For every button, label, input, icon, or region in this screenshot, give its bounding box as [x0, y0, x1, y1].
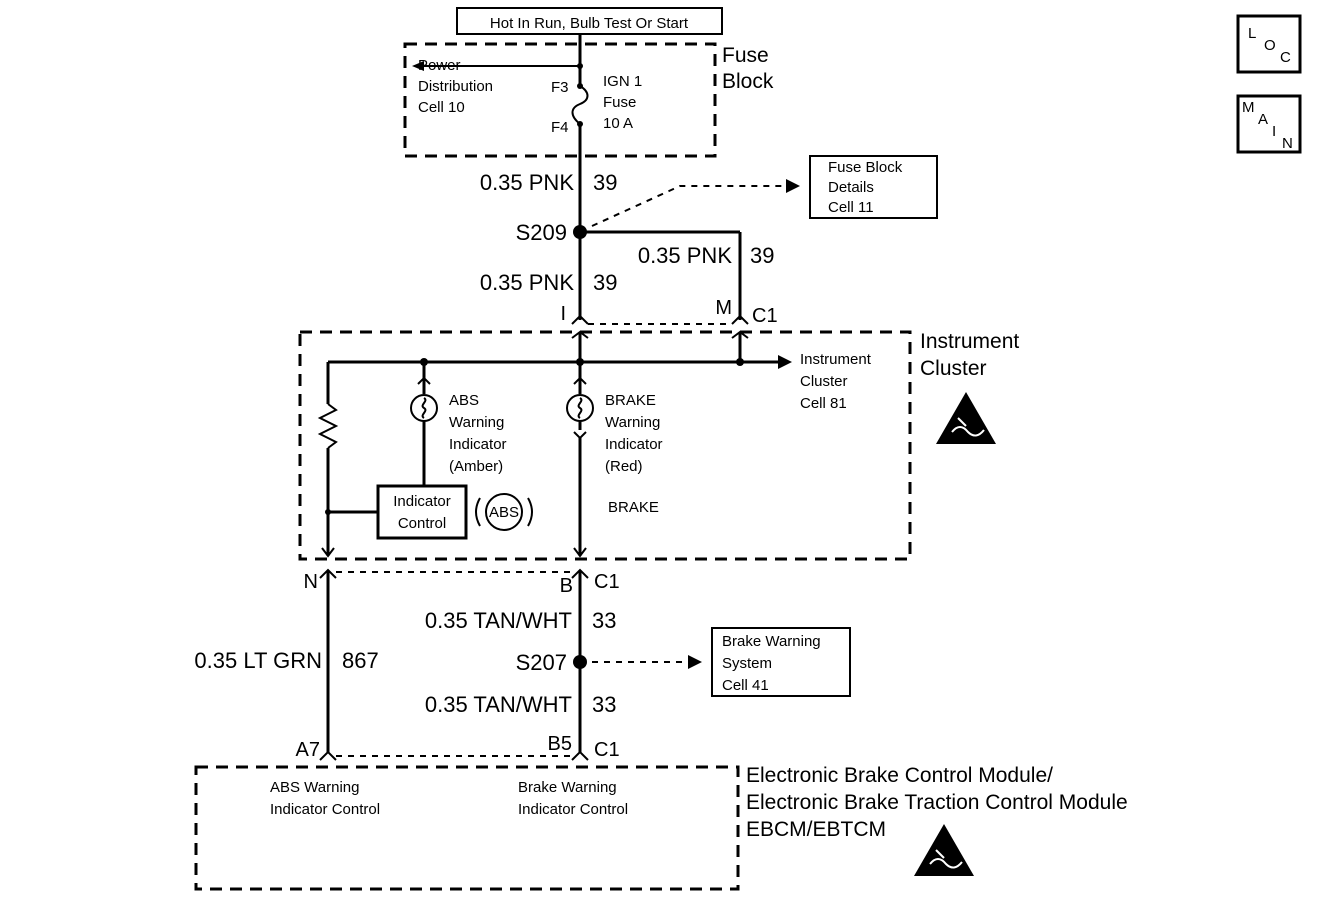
fuse-label-2: Fuse: [603, 94, 636, 111]
ebcm-abs-control-label-1: ABS Warning: [270, 779, 359, 796]
fuse-details-ref-box: Fuse Block Details Cell 11: [809, 155, 938, 219]
wire-6-number: 867: [342, 648, 379, 673]
abs-bulb-icon: [410, 394, 438, 422]
abs-symbol-icon: ABS: [475, 493, 533, 531]
connector-c1-bottom-label: C1: [594, 739, 620, 761]
brake-symbol-text: BRAKE: [608, 499, 659, 516]
cluster-ref-arrow-icon: [778, 355, 792, 369]
power-source-text: Hot In Run, Bulb Test Or Start: [490, 15, 689, 32]
wire-2-gauge: 0.35 PNK: [638, 243, 732, 268]
brake-indicator-label-2: Warning: [605, 414, 660, 431]
cluster-title-1: Instrument: [920, 330, 1019, 353]
splice-s207: [573, 655, 587, 669]
fuse-details-label-1: Fuse Block: [828, 159, 903, 176]
fuse-details-label-3: Cell 11: [828, 199, 874, 216]
ref-arrow-icon: [786, 179, 800, 193]
connector-c1-top-label: C1: [752, 305, 778, 327]
resistor-icon: [317, 403, 339, 449]
loc-letter-c: C: [1280, 49, 1291, 66]
loc-letter-l: L: [1248, 25, 1256, 42]
wire-4-number: 33: [592, 608, 616, 633]
fuse-block-title-2: Block: [722, 70, 774, 93]
wire-6-gauge: 0.35 LT GRN: [194, 648, 322, 673]
esd-warning-icon: [936, 392, 996, 444]
pdc-arrow-icon: [412, 61, 424, 71]
fuse-label-3: 10 A: [603, 115, 633, 132]
wire-3-gauge: 0.35 PNK: [480, 270, 574, 295]
instrument-cluster: Instrument Cluster: [298, 330, 1019, 561]
fuse-block-title-1: Fuse: [722, 44, 769, 67]
connector-c1-bottom: A7 B5 C1: [296, 733, 620, 761]
fuse-details-label-2: Details: [828, 179, 874, 196]
esd-warning-icon: [914, 824, 974, 876]
wire-1-gauge: 0.35 PNK: [480, 170, 574, 195]
loc-nav-button[interactable]: L O C: [1236, 14, 1302, 74]
abs-indicator-label-2: Warning: [449, 414, 504, 431]
loc-letter-o: O: [1264, 37, 1276, 54]
ebcm-module: ABS Warning Indicator Control Brake Warn…: [194, 764, 1128, 891]
brake-system-ref-box: Brake Warning System Cell 41: [711, 627, 851, 697]
fuse-label-1: IGN 1: [603, 73, 642, 90]
ebcm-title-1: Electronic Brake Control Module/: [746, 764, 1053, 787]
ebcm-brake-control-label-1: Brake Warning: [518, 779, 617, 796]
pin-n-label: N: [304, 571, 318, 593]
brake-bulb-icon: [566, 394, 594, 422]
ebcm-title-2: Electronic Brake Traction Control Module: [746, 791, 1128, 814]
pin-l-label: I: [560, 303, 566, 325]
cluster-title-2: Cluster: [920, 357, 987, 380]
connector-c1-mid-label: C1: [594, 571, 620, 593]
fuse-pin-f4: F4: [551, 119, 569, 136]
brake-indicator-label-1: BRAKE: [605, 392, 656, 409]
abs-indicator-label-3: Indicator: [449, 436, 507, 453]
main-nav-button[interactable]: M A I N: [1236, 94, 1302, 154]
pin-b-label: B: [560, 575, 573, 597]
brake-system-label-2: System: [722, 655, 772, 672]
indicator-control-label-1: Indicator: [393, 493, 451, 510]
pin-b5-label: B5: [548, 733, 572, 755]
brake-system-label-1: Brake Warning: [722, 633, 821, 650]
cluster-ref-label-2: Cluster: [800, 373, 848, 390]
abs-indicator-label-4: (Amber): [449, 458, 503, 475]
cluster-ref-label-1: Instrument: [800, 351, 872, 368]
brake-system-label-3: Cell 41: [722, 677, 769, 694]
abs-symbol-text: ABS: [489, 504, 519, 521]
fuse-block: Fuse Block Power Distribution Cell 10 F3…: [403, 42, 774, 158]
indicator-control-box: Indicator Control: [376, 484, 468, 540]
brake-indicator-label-4: (Red): [605, 458, 643, 475]
cluster-ref-label-3: Cell 81: [800, 395, 847, 412]
wire-4-gauge: 0.35 TAN/WHT: [425, 608, 572, 633]
indicator-control-label-2: Control: [398, 515, 446, 532]
main-letter-n: N: [1282, 135, 1293, 152]
pdc-label-2: Distribution: [418, 78, 493, 95]
pin-a7-label: A7: [296, 739, 320, 761]
main-letter-i: I: [1272, 123, 1276, 140]
brake-indicator-label-3: Indicator: [605, 436, 663, 453]
splice-s207-label: S207: [516, 650, 567, 675]
pin-m-label: M: [715, 297, 732, 319]
connector-c1-top: I M C1: [560, 297, 777, 327]
fuse-pin-f3: F3: [551, 79, 569, 96]
main-letter-a: A: [1258, 111, 1268, 128]
wire-5-gauge: 0.35 TAN/WHT: [425, 692, 572, 717]
abs-indicator-label-1: ABS: [449, 392, 479, 409]
wire-1-number: 39: [593, 170, 617, 195]
ebcm-title-3: EBCM/EBTCM: [746, 818, 886, 841]
splice-s209-label: S209: [516, 220, 567, 245]
wire-2-number: 39: [750, 243, 774, 268]
ebcm-abs-control-label-2: Indicator Control: [270, 801, 380, 818]
wire-5-number: 33: [592, 692, 616, 717]
fuse-icon: [571, 85, 589, 125]
pdc-label-3: Cell 10: [418, 99, 465, 116]
power-source-label: Hot In Run, Bulb Test Or Start: [456, 7, 723, 35]
connector-c1-mid: N B C1: [304, 568, 620, 597]
ebcm-brake-control-label-2: Indicator Control: [518, 801, 628, 818]
main-letter-m: M: [1242, 99, 1255, 116]
wire-3-number: 39: [593, 270, 617, 295]
brake-ref-arrow-icon: [688, 655, 702, 669]
